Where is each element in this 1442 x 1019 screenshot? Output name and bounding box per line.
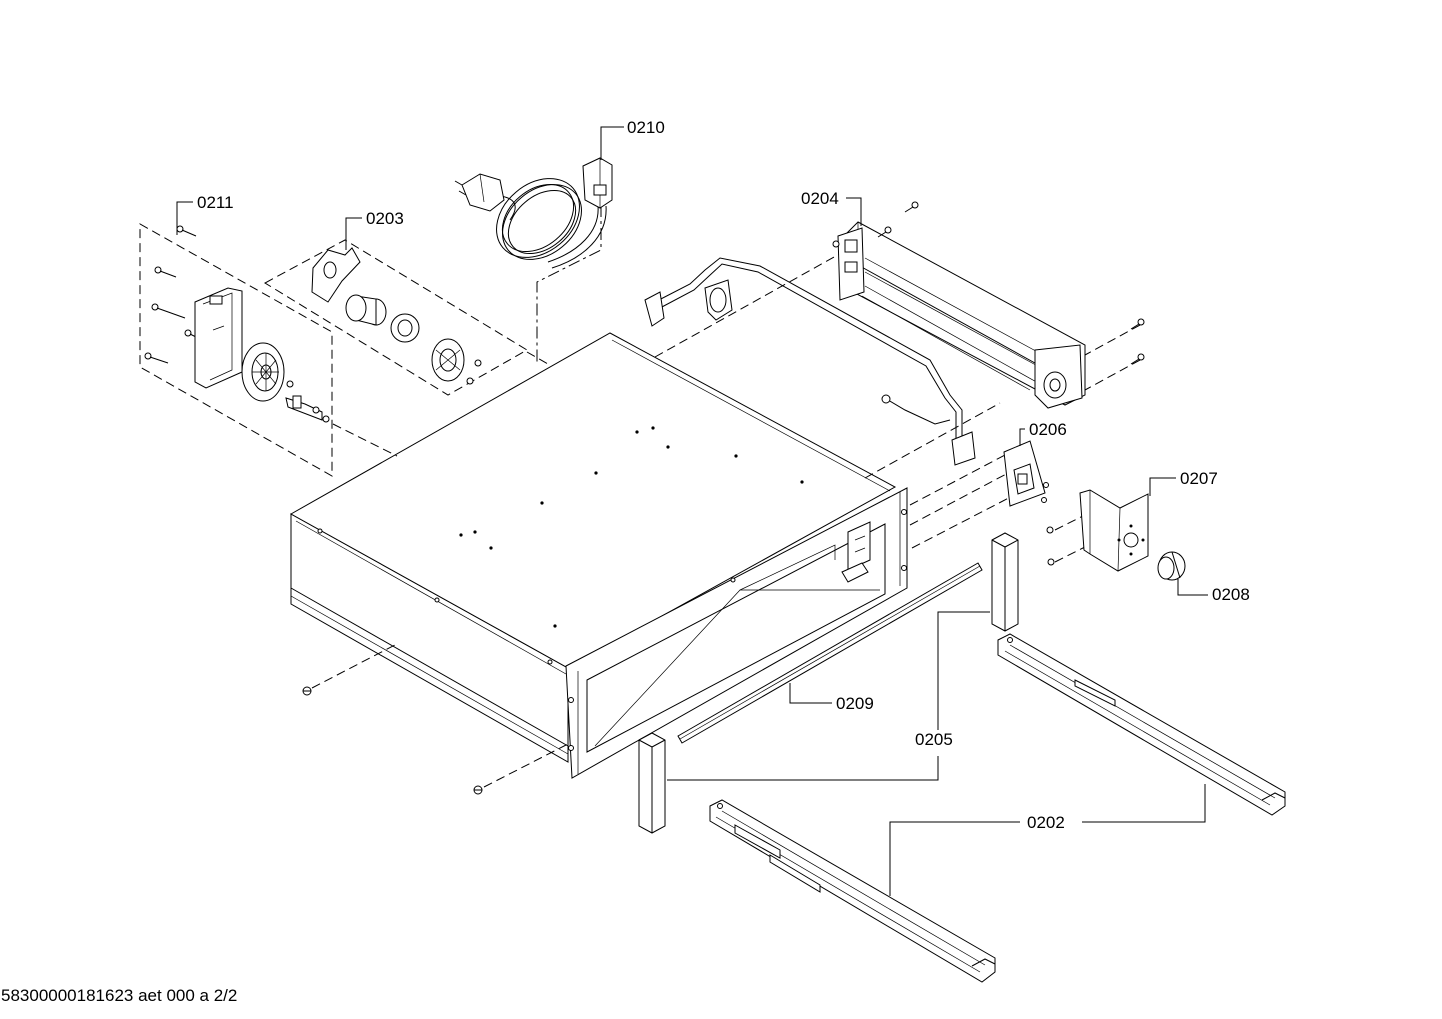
callout-0202: 0202 (1027, 813, 1065, 832)
end-block-lower (638, 732, 666, 834)
callout-0210: 0210 (627, 118, 665, 137)
callout-0208: 0208 (1212, 585, 1250, 604)
callout-0209: 0209 (836, 694, 874, 713)
document-id: 58300000181623 aet 000 a 2/2 (1, 986, 237, 1005)
control-knob (1157, 551, 1186, 581)
callout-0203: 0203 (366, 209, 404, 228)
mounting-bracket (1046, 489, 1149, 572)
screw-set (144, 225, 199, 364)
runner-rail-left (709, 799, 996, 983)
runner-rail-right (997, 633, 1286, 816)
fan-bracket-assembly (139, 223, 398, 477)
callout-0204: 0204 (801, 189, 839, 208)
seal-strip (677, 562, 983, 744)
drawer-housing (289, 332, 908, 779)
control-board (909, 440, 1049, 549)
heater-fan-unit (644, 201, 1145, 479)
power-cord (454, 157, 613, 362)
end-block-upper (991, 532, 1019, 632)
callout-0205: 0205 (915, 730, 953, 749)
motor-assembly (263, 239, 549, 396)
callout-0206: 0206 (1029, 420, 1067, 439)
callout-0211: 0211 (197, 193, 234, 212)
callout-0207: 0207 (1180, 469, 1218, 488)
housing-screws (302, 644, 569, 795)
leader-lines (176, 126, 1208, 896)
